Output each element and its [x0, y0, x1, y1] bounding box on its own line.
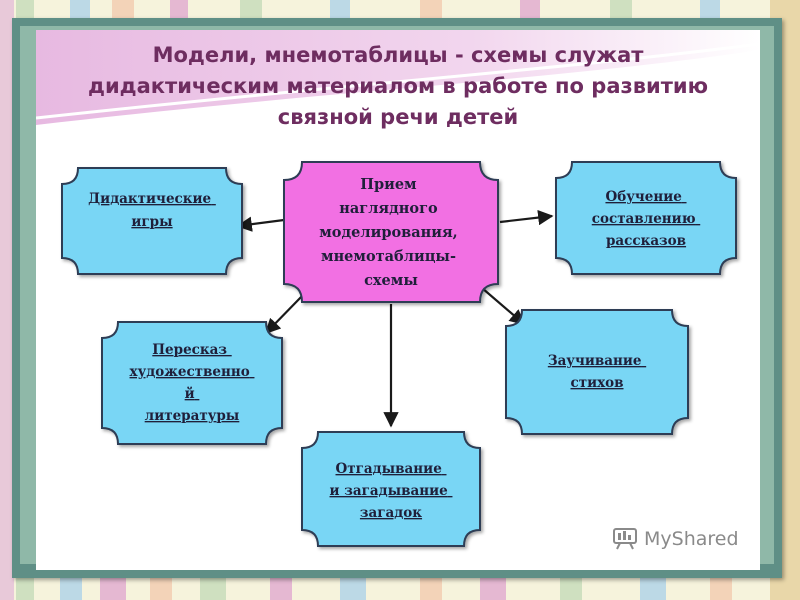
svg-text:Дидактические игры: Дидактические игры [88, 191, 216, 230]
node-text-line: Заучивание [548, 353, 642, 369]
title-line: Модели, мнемотаблицы - схемы служат [152, 43, 644, 67]
arrow-to-didactic [236, 216, 285, 232]
arrow-to-poems [481, 287, 526, 326]
arrow-to-retelling [264, 293, 305, 335]
node-text-line: игры [131, 214, 173, 230]
logo-text: MyShared [644, 528, 739, 550]
title-line: связной речи детей [277, 105, 519, 129]
node-didactic-games: Дидактические игры [61, 167, 243, 275]
node-text-line: Пересказ [152, 342, 227, 358]
myshared-logo: MyShared [612, 528, 739, 550]
center-text-line: моделирования, [319, 224, 458, 241]
node-text-line: й [185, 386, 195, 402]
page-title: Модели, мнемотаблицы - схемы служат дида… [56, 40, 740, 133]
node-text-line: художественно [130, 364, 250, 380]
arrows [236, 209, 554, 428]
node-text-line: Дидактические [88, 191, 211, 207]
node-text-line: и загадывание [330, 483, 448, 499]
svg-text:Обучение составлению: Обучение составлению рассказов [592, 189, 700, 249]
center-text-line: схемы [364, 272, 418, 289]
svg-text:Отгадывание и загадывани: Отгадывание и загадывание загадок [330, 461, 453, 521]
title-swoosh [36, 30, 760, 125]
node-text-line: рассказов [606, 233, 686, 249]
svg-text:Заучивание стихов: Заучивание стихов [548, 353, 646, 391]
title-line: дидактическим материалом в работе по раз… [87, 74, 709, 98]
node-text-line: литературы [145, 408, 240, 424]
node-text-line: составлению [592, 211, 696, 227]
node-riddles: Отгадывание и загадывание загадок [301, 431, 481, 547]
node-poems: Заучивание стихов [505, 309, 689, 435]
node-storytelling: Обучение составлению рассказов [555, 161, 737, 275]
center-text-line: Прием [360, 176, 417, 193]
svg-text:Пересказ художественно: Пересказ художественно й литературы [130, 342, 255, 424]
node-text-line: Обучение [605, 189, 681, 205]
center-text-line: мнемотаблицы- [321, 248, 456, 265]
presentation-board-icon [613, 528, 637, 550]
svg-text:Прием наглядного м: Прием наглядного моделирования, мнемотаб… [319, 176, 463, 289]
node-text-line: загадок [360, 505, 422, 521]
node-text-line: стихов [570, 375, 623, 391]
node-text-line: Отгадывание [336, 461, 442, 477]
center-node: Прием наглядного моделирования, мнемотаб… [283, 161, 499, 303]
arrow-to-stories [499, 209, 554, 226]
node-retelling: Пересказ художественно й литературы [101, 321, 283, 445]
center-text-line: наглядного [339, 200, 438, 217]
